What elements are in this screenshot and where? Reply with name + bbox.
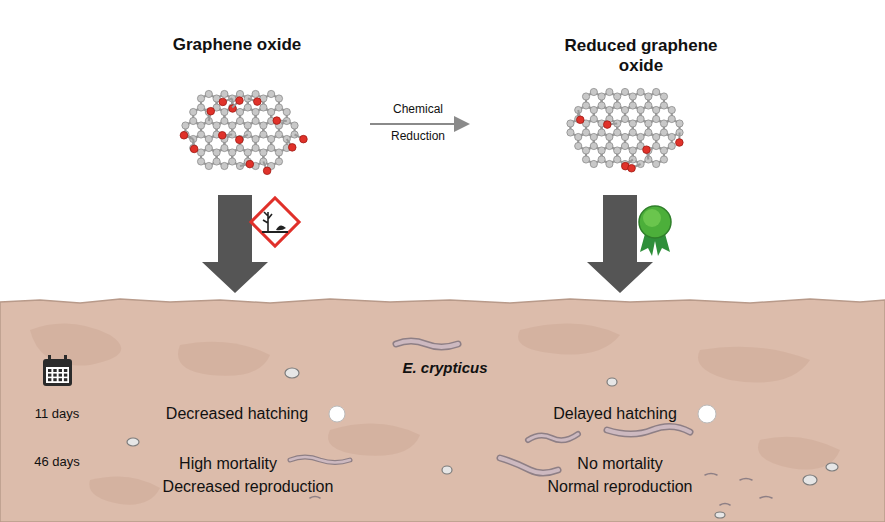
calendar-icon xyxy=(43,355,72,386)
effect-label: Decreased reproduction xyxy=(163,478,334,496)
graphene-oxide-molecule xyxy=(180,90,307,174)
reduced-graphene-oxide-molecule xyxy=(567,88,683,172)
soil-band: E. crypticus 11 days 46 days Decreased hatc… xyxy=(0,300,885,522)
effect-label: Decreased hatching xyxy=(166,405,308,423)
effect-label: Delayed hatching xyxy=(553,405,677,423)
soil xyxy=(0,299,885,522)
effect-label: High mortality xyxy=(179,455,277,473)
title-label: Reduced graphene oxide xyxy=(546,36,736,75)
soil-texture xyxy=(30,324,840,505)
pebbles xyxy=(127,368,838,518)
organism-name: E. crypticus xyxy=(402,359,487,376)
exposure-arrow xyxy=(202,195,268,293)
effect-label: No mortality xyxy=(577,455,662,473)
process-label: Chemical xyxy=(393,103,443,117)
effect-label: Normal reproduction xyxy=(548,478,693,496)
title-label: Graphene oxide xyxy=(173,35,301,55)
time-label: 11 days xyxy=(35,407,80,422)
egg xyxy=(698,405,716,423)
time-label: 46 days xyxy=(34,455,80,470)
process-label: Reduction xyxy=(391,130,445,144)
hazard-pictogram xyxy=(251,198,299,246)
worms xyxy=(290,341,772,505)
egg xyxy=(329,406,345,422)
award-rosette xyxy=(639,206,671,256)
reduction-arrow xyxy=(370,123,468,125)
